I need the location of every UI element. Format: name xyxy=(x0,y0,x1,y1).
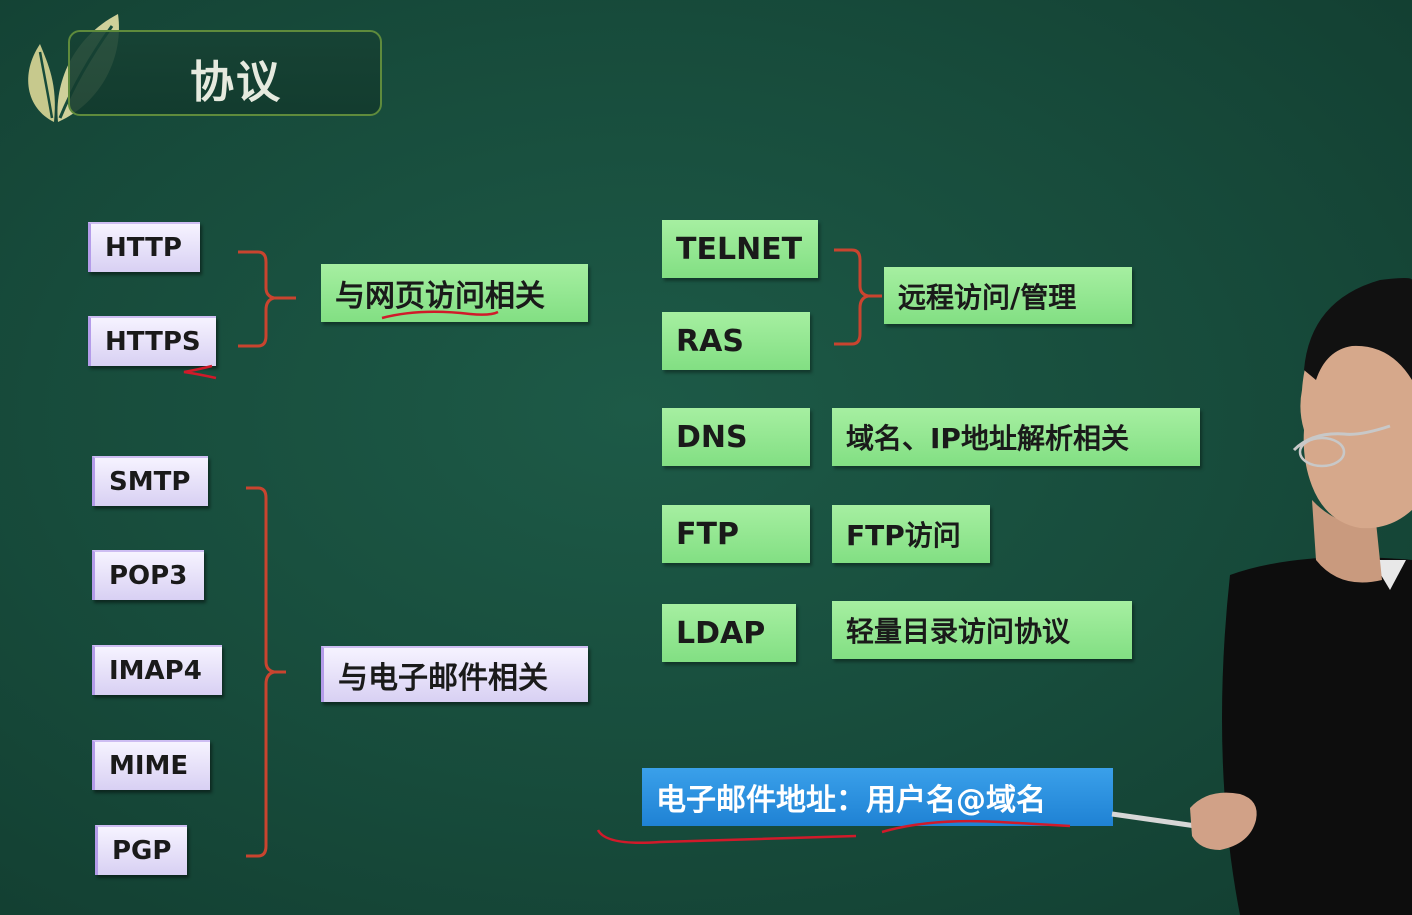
email-group-bracket xyxy=(246,486,286,858)
protocol-tag-pgp: PGP xyxy=(95,825,187,875)
protocol-tag-https: HTTPS xyxy=(88,316,216,366)
protocol-tag-ldap: LDAP xyxy=(662,604,796,662)
underline-email-domain xyxy=(881,819,1071,834)
web-group-bracket xyxy=(238,250,296,348)
underline-web xyxy=(381,310,499,320)
protocol-tag-telnet: TELNET xyxy=(662,220,818,278)
protocol-tag-ras: RAS xyxy=(662,312,810,370)
protocol-tag-mime: MIME xyxy=(92,740,210,790)
ldap-description: 轻量目录访问协议 xyxy=(832,601,1132,659)
remote-description: 远程访问/管理 xyxy=(884,267,1132,324)
pointer-stick xyxy=(1111,811,1197,829)
underline-email-format xyxy=(596,829,857,845)
protocol-tag-dns: DNS xyxy=(662,408,810,466)
remote-group-bracket xyxy=(834,248,882,346)
protocol-tag-imap4: IMAP4 xyxy=(92,645,222,695)
check-mark-https xyxy=(183,364,217,380)
email-address-format: 电子邮件地址：用户名@域名 xyxy=(642,768,1113,826)
ftp-description: FTP访问 xyxy=(832,505,990,563)
protocol-tag-pop3: POP3 xyxy=(92,550,204,600)
protocol-tag-smtp: SMTP xyxy=(92,456,208,506)
title-frame xyxy=(68,30,382,116)
presenter-figure xyxy=(1190,278,1412,915)
protocol-tag-http: HTTP xyxy=(88,222,200,272)
page-title: 协议 xyxy=(190,57,282,108)
email-description: 与电子邮件相关 xyxy=(321,646,588,702)
protocol-tag-ftp: FTP xyxy=(662,505,810,563)
dns-description: 域名、IP地址解析相关 xyxy=(832,408,1200,466)
